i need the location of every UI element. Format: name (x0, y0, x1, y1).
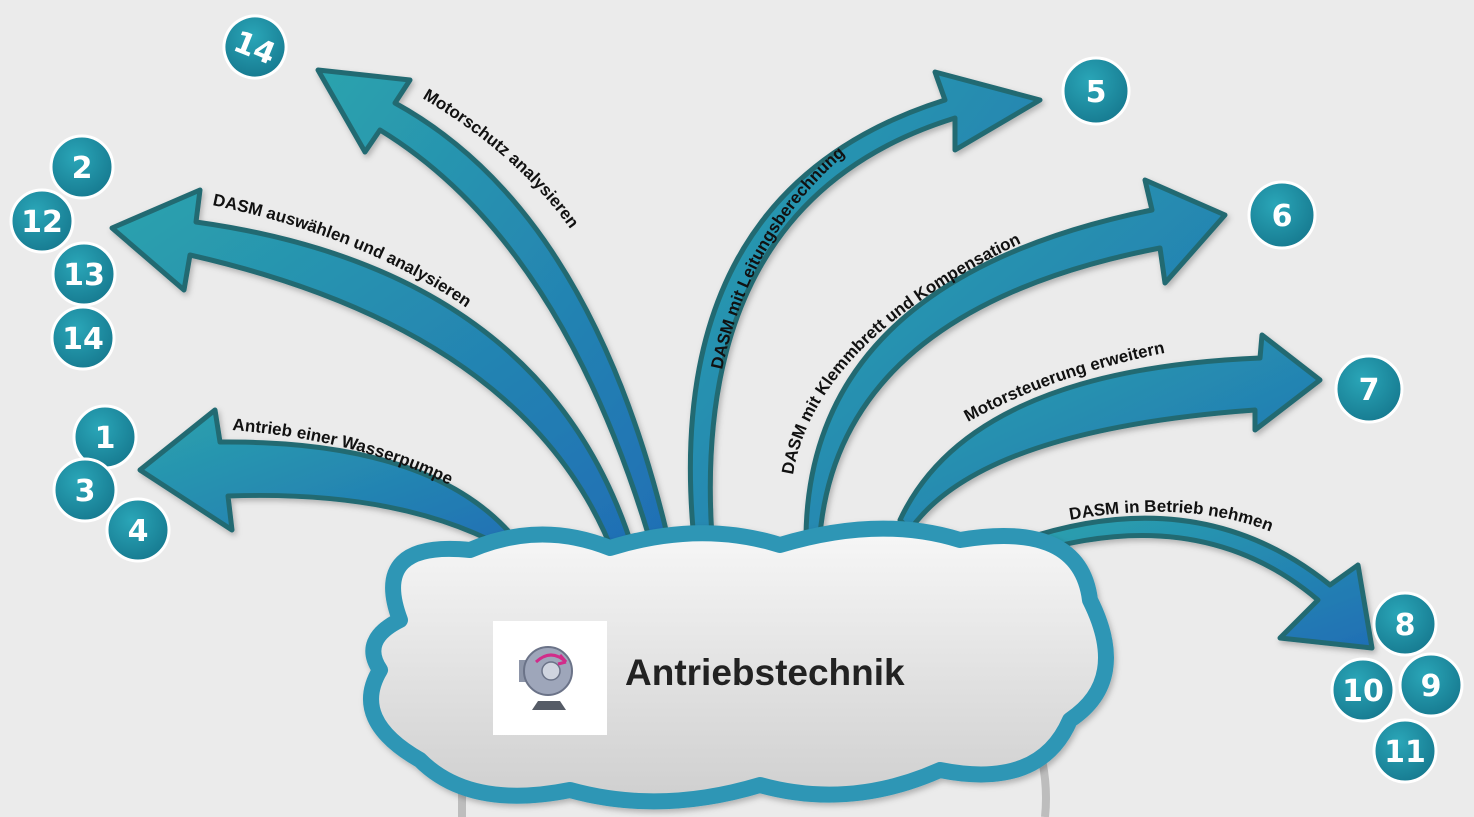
arrow-motorschutz (315, 67, 671, 543)
svg-text:1: 1 (95, 421, 116, 456)
badge-13: 13 (51, 241, 117, 307)
svg-text:2: 2 (72, 151, 93, 186)
svg-text:10: 10 (1342, 674, 1384, 709)
badge-6: 6 (1247, 180, 1317, 250)
badge-14-left: 14 (50, 305, 116, 371)
badge-1: 1 (72, 404, 138, 470)
electric-motor-icon (493, 621, 607, 735)
arrow-in-betrieb (1019, 515, 1375, 651)
arrow-klemmbrett (803, 177, 1228, 538)
svg-text:9: 9 (1421, 669, 1442, 704)
arrow-wasserpumpe (137, 407, 523, 551)
badge-4: 4 (105, 497, 171, 563)
svg-text:3: 3 (75, 474, 96, 509)
svg-text:4: 4 (128, 514, 149, 549)
svg-text:11: 11 (1384, 735, 1426, 770)
svg-text:8: 8 (1395, 608, 1416, 643)
badge-14-top: 14 (222, 14, 288, 80)
badge-12: 12 (9, 188, 75, 254)
svg-text:7: 7 (1359, 373, 1380, 408)
arrow-motorsteuerung (897, 332, 1323, 533)
badges: 14 2 12 13 14 1 3 4 (9, 14, 1464, 784)
svg-text:14: 14 (62, 322, 104, 357)
arrow-dasm-auswaehlen (109, 187, 633, 548)
badge-11: 11 (1372, 718, 1438, 784)
arrows (109, 67, 1375, 651)
svg-text:5: 5 (1086, 75, 1107, 110)
badge-9: 9 (1398, 652, 1464, 718)
badge-2: 2 (49, 134, 115, 200)
svg-text:12: 12 (21, 205, 63, 240)
badge-3: 3 (52, 457, 118, 523)
arrow-leitungsberechnung (687, 69, 1043, 543)
badge-8: 8 (1372, 591, 1438, 657)
center-title: Antriebstechnik (625, 652, 905, 693)
svg-text:6: 6 (1272, 199, 1293, 234)
badge-7: 7 (1334, 354, 1404, 424)
badge-5: 5 (1061, 56, 1131, 126)
svg-text:13: 13 (63, 258, 105, 293)
badge-10: 10 (1330, 657, 1396, 723)
